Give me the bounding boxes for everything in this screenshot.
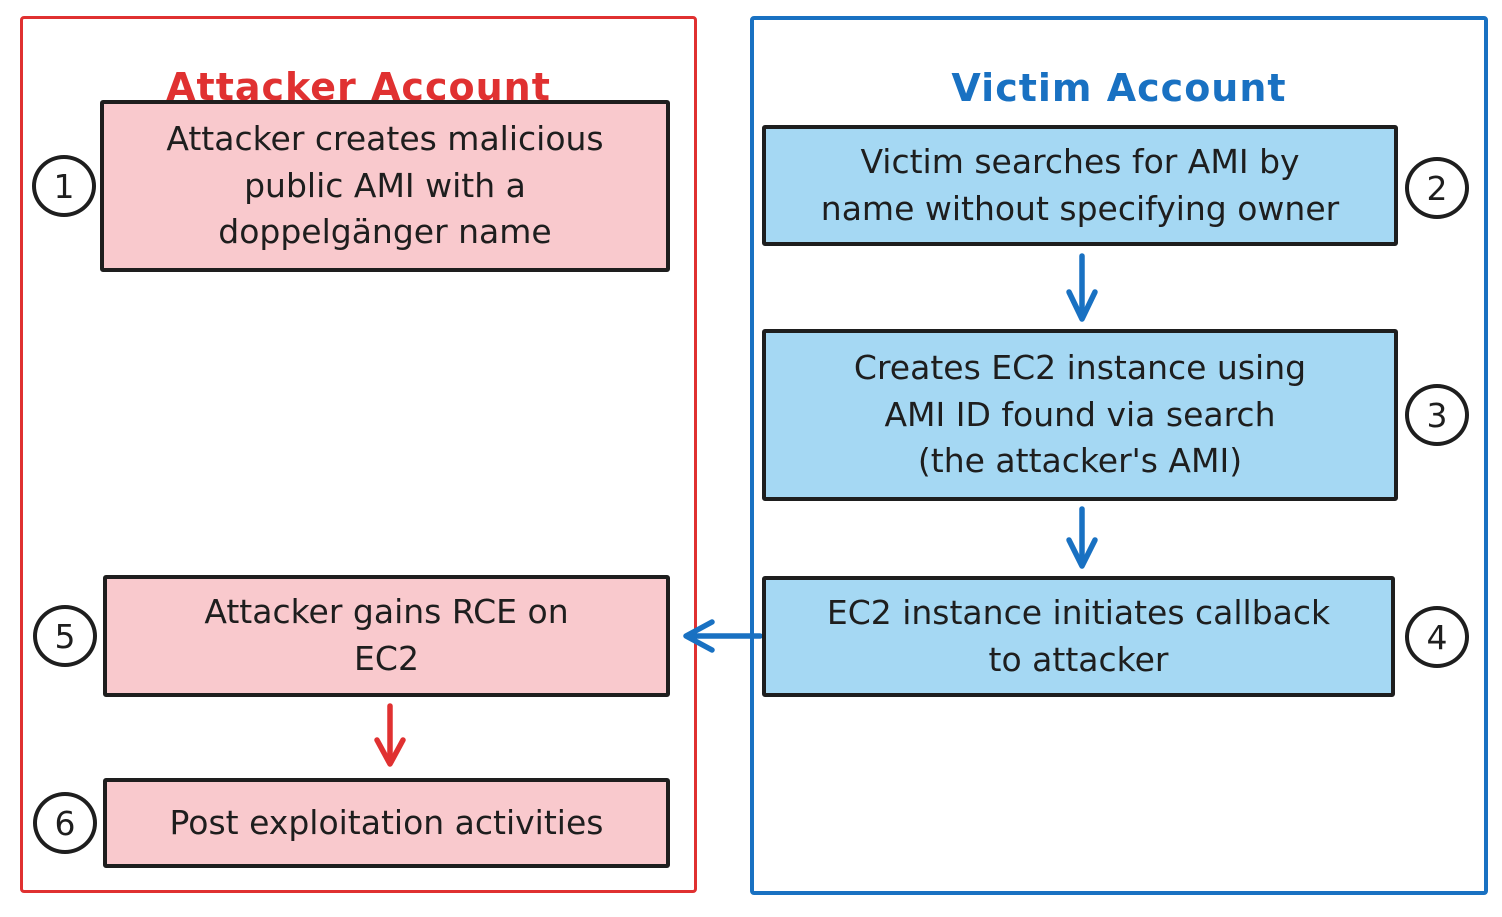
step-3-number: 3 xyxy=(1426,395,1448,435)
step-3-box: Creates EC2 instance using AMI ID found … xyxy=(762,329,1398,501)
step-4-box: EC2 instance initiates callback to attac… xyxy=(762,576,1395,697)
step-2-box: Victim searches for AMI by name without … xyxy=(762,125,1398,246)
step-1-number-badge: 1 xyxy=(32,155,96,217)
step-2-number: 2 xyxy=(1426,168,1448,208)
step-1-number: 1 xyxy=(53,166,75,206)
step-1-text: Attacker creates malicious public AMI wi… xyxy=(166,118,604,252)
step-5-box: Attacker gains RCE on EC2 xyxy=(103,575,670,697)
step-2-text: Victim searches for AMI by name without … xyxy=(820,141,1340,228)
step-3-text: Creates EC2 instance using AMI ID found … xyxy=(853,347,1307,481)
step-3-number-badge: 3 xyxy=(1405,384,1469,446)
step-6-text: Post exploitation activities xyxy=(169,802,604,842)
step-6-number: 6 xyxy=(54,803,76,843)
step-6-number-badge: 6 xyxy=(33,792,97,854)
step-1-box: Attacker creates malicious public AMI wi… xyxy=(100,100,670,272)
victim-panel-title: Victim Account xyxy=(951,65,1287,110)
victim-account-panel: Victim Account xyxy=(750,16,1488,895)
step-5-number-badge: 5 xyxy=(33,605,97,667)
step-4-text: EC2 instance initiates callback to attac… xyxy=(826,592,1331,679)
step-5-text: Attacker gains RCE on EC2 xyxy=(204,592,569,678)
step-5-number: 5 xyxy=(54,616,76,656)
step-4-number: 4 xyxy=(1426,617,1448,657)
step-2-number-badge: 2 xyxy=(1405,157,1469,219)
step-6-box: Post exploitation activities xyxy=(103,778,670,868)
arrow-step4-to-step5 xyxy=(683,619,763,653)
step-4-number-badge: 4 xyxy=(1405,606,1469,668)
